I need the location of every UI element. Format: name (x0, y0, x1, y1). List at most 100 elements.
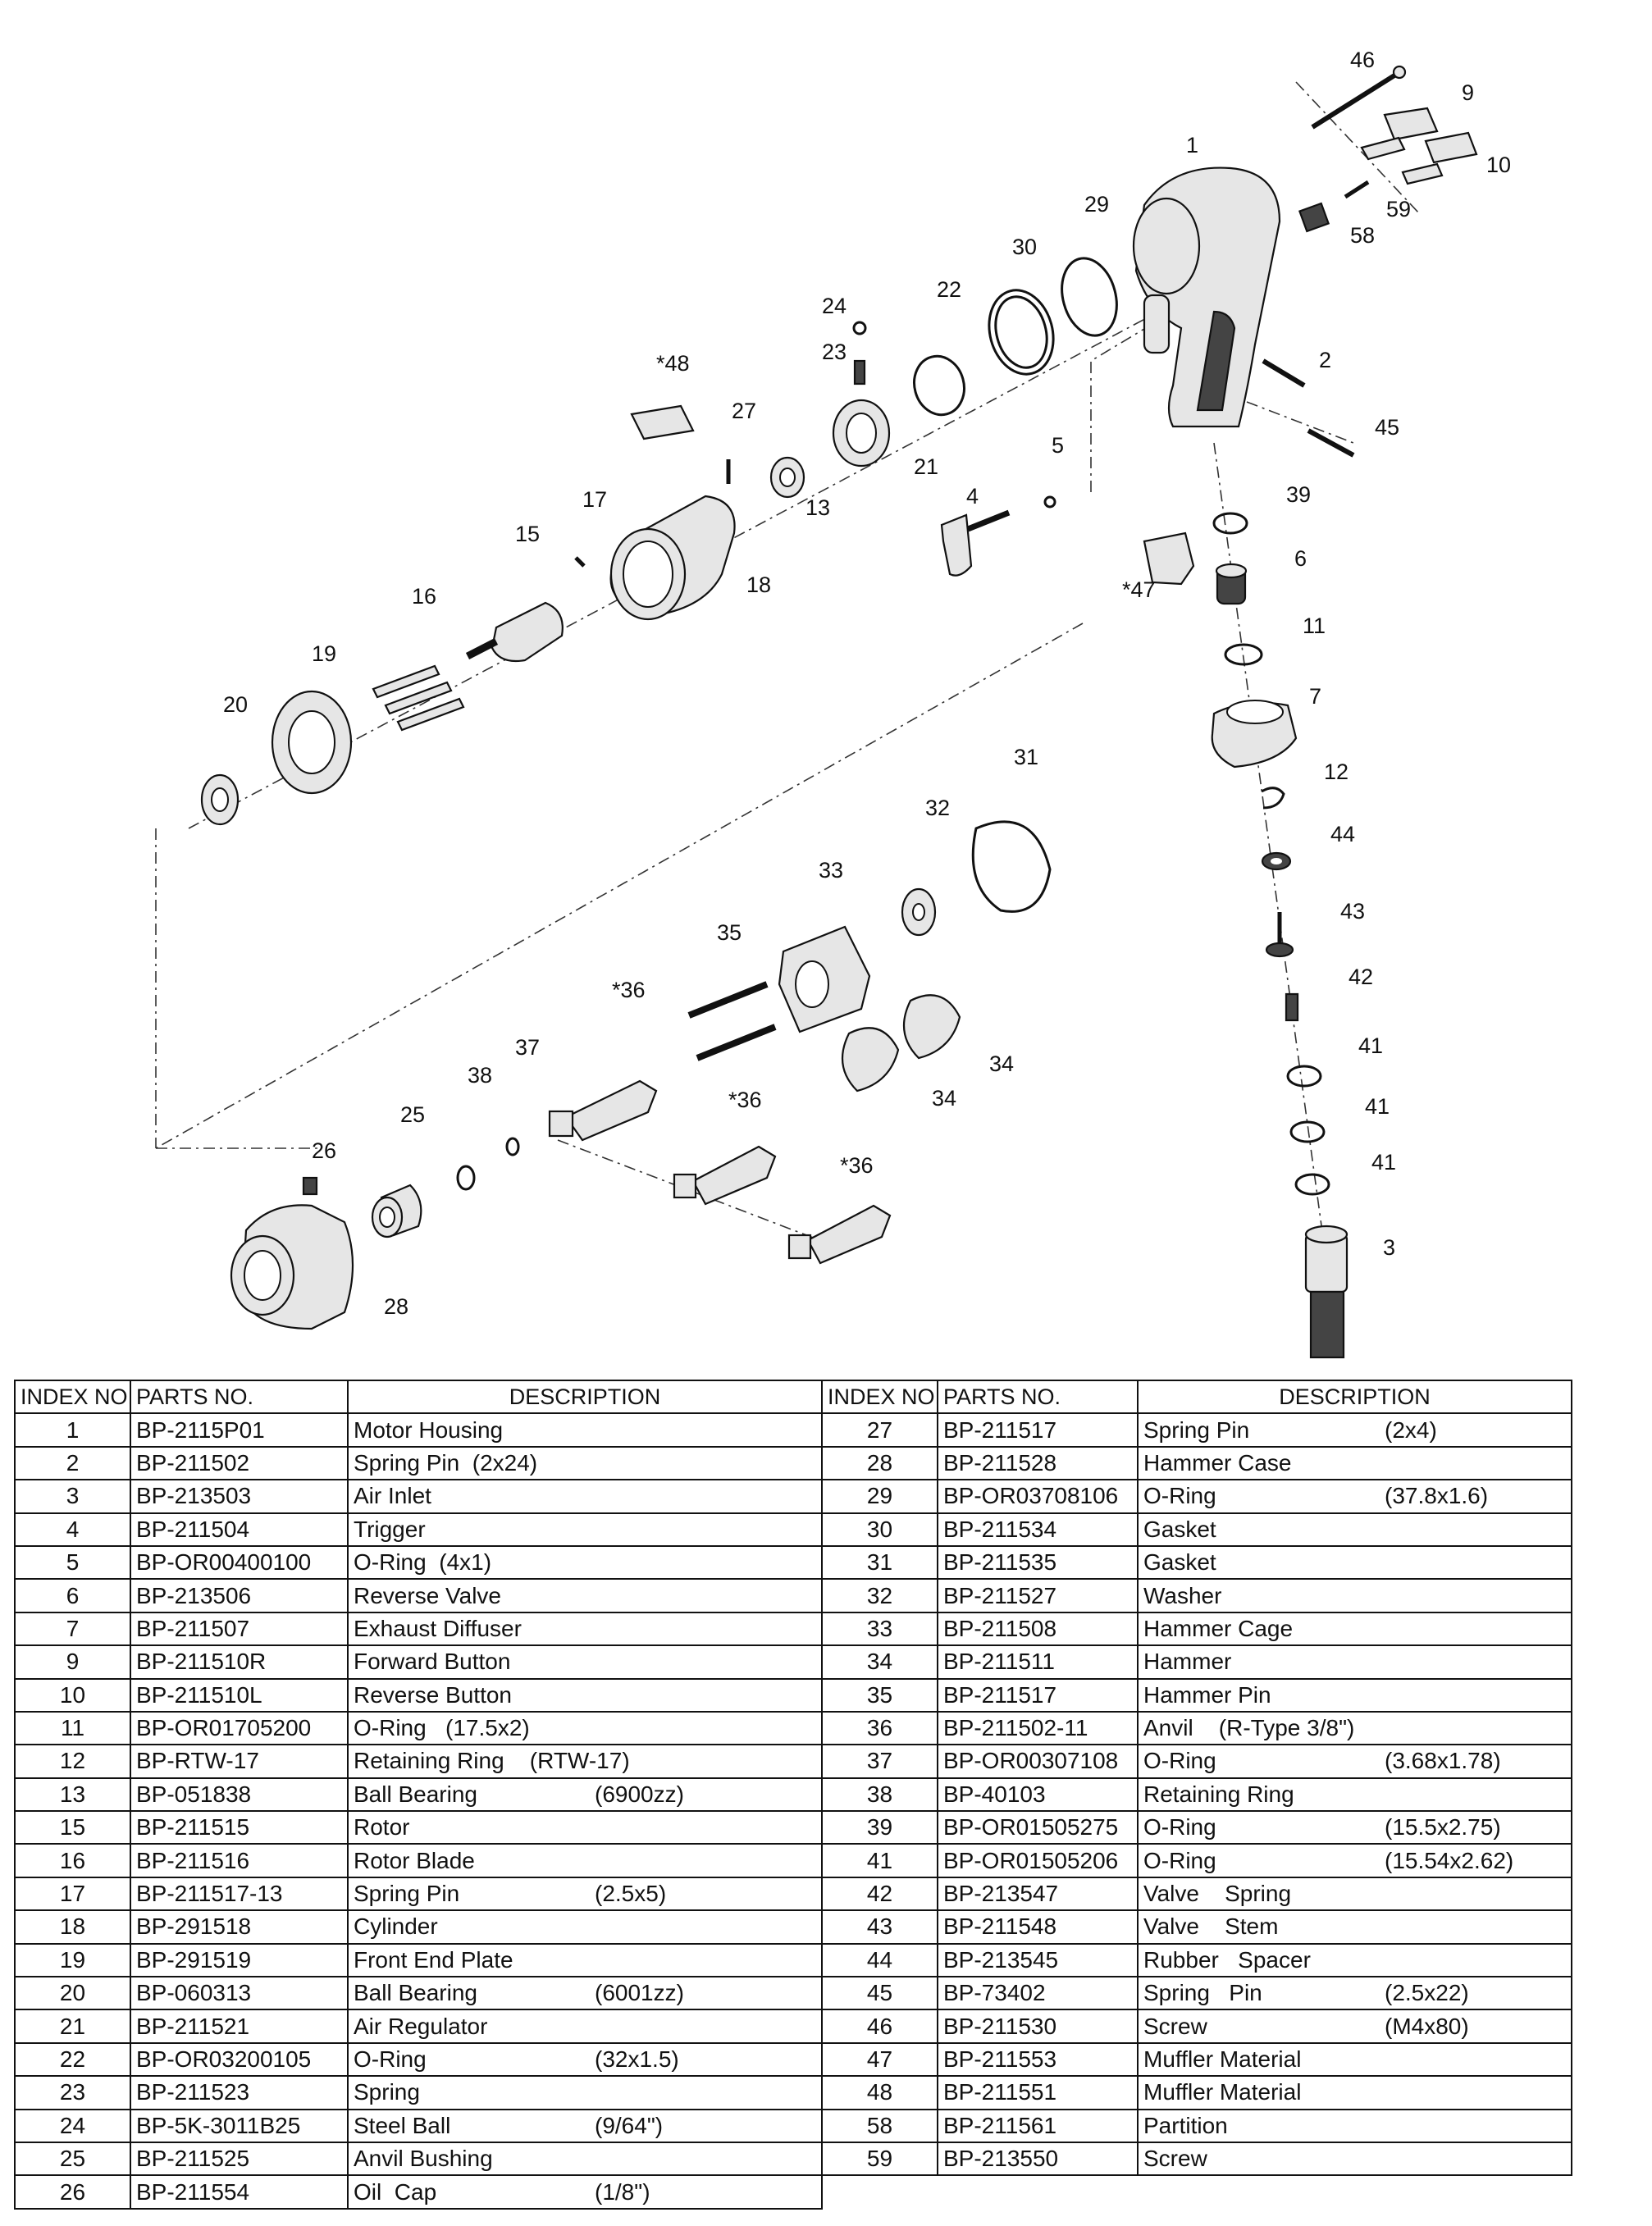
callout-label: 41 (1358, 1033, 1383, 1058)
description-cell: Muffler Material (1137, 2075, 1572, 2110)
callout-label: 4 (966, 484, 979, 509)
callout-label: 24 (822, 294, 847, 318)
description-cell: Partition (1137, 2108, 1572, 2143)
callout-label: 10 (1486, 153, 1511, 177)
index-cell: 34 (821, 1644, 938, 1680)
front-end-plate-part (271, 690, 353, 795)
part-number-cell: BP-211535 (937, 1544, 1139, 1581)
table-header-row: INDEX NO. PARTS NO. DESCRIPTION (14, 1379, 823, 1415)
index-cell: 9 (14, 1644, 131, 1680)
spring-23-part (853, 359, 866, 385)
index-cell: 47 (821, 2041, 938, 2078)
description-text: Forward Button (354, 1649, 511, 1675)
part-number-cell: BP-211508 (937, 1611, 1139, 1647)
spec-text: (37.8x1.6) (1385, 1483, 1489, 1509)
o-ring-41c-part (1294, 1173, 1330, 1196)
hammer-case-part (230, 1204, 354, 1330)
callout-label: 3 (1383, 1235, 1395, 1260)
o-ring-22-part (913, 354, 965, 417)
index-cell: 45 (821, 1976, 938, 2011)
index-cell: 11 (14, 1710, 131, 1746)
description-text: Partition (1143, 2112, 1228, 2138)
description-text: O-Ring (1143, 1483, 1216, 1509)
callout-label: 17 (582, 487, 607, 512)
part-number-cell: BP-291518 (130, 1909, 349, 1945)
callout-label: 34 (989, 1051, 1014, 1076)
callout-label: 1 (1186, 133, 1198, 157)
callout-label: 23 (822, 340, 847, 364)
gasket-30-part (988, 289, 1055, 376)
index-cell: 3 (14, 1479, 131, 1514)
description-text: Rotor (354, 1814, 410, 1841)
partition-part (1298, 202, 1330, 233)
description-cell: Rubber Spacer (1137, 1942, 1572, 1978)
rotor-part (465, 601, 564, 663)
index-cell: 44 (821, 1942, 938, 1978)
description-cell: Hammer Cage (1137, 1611, 1572, 1647)
callout-label: 26 (312, 1138, 336, 1163)
pin-guide (1246, 401, 1354, 444)
description-cell: Valve Stem (1137, 1909, 1572, 1945)
description-cell: O-Ring (4x1) (347, 1544, 823, 1581)
part-number-cell: BP-OR00307108 (937, 1744, 1139, 1779)
part-number-cell: BP-211521 (130, 2009, 349, 2044)
description-text: Cylinder (354, 1914, 438, 1940)
callout-label: 39 (1286, 482, 1311, 507)
index-cell: 41 (821, 1843, 938, 1878)
part-number-cell: BP-213547 (937, 1876, 1139, 1912)
description-cell: Forward Button (347, 1644, 823, 1680)
description-cell: Exhaust Diffuser (347, 1611, 823, 1647)
callout-label: 29 (1084, 192, 1109, 217)
o-ring-37-part (505, 1137, 520, 1156)
description-cell: Cylinder (347, 1909, 823, 1945)
reverse-button-part (1401, 131, 1478, 185)
description-cell: Reverse Valve (347, 1578, 823, 1613)
part-number-cell: BP-211504 (130, 1512, 349, 1547)
description-text: O-Ring (4x1) (354, 1549, 492, 1576)
description-text: O-Ring (354, 2046, 427, 2072)
header-index: INDEX NO. (14, 1379, 131, 1415)
description-cell: Spring Pin(2x4) (1137, 1412, 1572, 1448)
description-cell: Air Regulator (347, 2009, 823, 2044)
description-cell: O-Ring(3.68x1.78) (1137, 1744, 1572, 1779)
index-cell: 15 (14, 1810, 131, 1845)
index-cell: 17 (14, 1876, 131, 1912)
description-cell: Steel Ball(9/64") (347, 2108, 823, 2143)
spring-pin-17-part (574, 556, 586, 568)
trigger-part (940, 509, 1011, 577)
callout-label: 34 (932, 1086, 956, 1111)
muffler-47-part (1143, 531, 1195, 586)
description-cell: Spring Pin(2.5x5) (347, 1876, 823, 1912)
description-cell: Rotor Blade (347, 1843, 823, 1878)
part-number-cell: BP-211516 (130, 1843, 349, 1878)
description-text: Hammer Case (1143, 1449, 1292, 1476)
part-number-cell: BP-211528 (937, 1445, 1139, 1481)
description-text: Anvil (R-Type 3/8") (1143, 1715, 1355, 1741)
description-cell: Hammer Pin (1137, 1677, 1572, 1713)
index-cell: 28 (821, 1445, 938, 1481)
part-number-cell: BP-211523 (130, 2075, 349, 2110)
header-parts-no: PARTS NO. (937, 1379, 1139, 1415)
callout-label: *36 (728, 1088, 762, 1112)
description-cell: Spring (347, 2075, 823, 2110)
index-cell: 39 (821, 1810, 938, 1845)
part-number-cell: BP-211510L (130, 1677, 349, 1713)
